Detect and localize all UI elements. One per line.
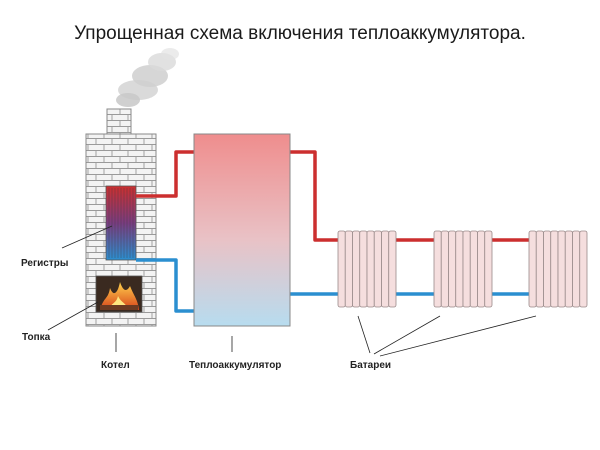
radiator-2 — [433, 230, 493, 308]
smoke-icon — [116, 48, 179, 107]
label-registers: Регистры — [21, 258, 68, 269]
boiler-chimney — [106, 108, 132, 136]
fire-icon — [95, 275, 143, 313]
heat-accumulator-tank — [193, 133, 291, 327]
label-boiler: Котел — [101, 360, 130, 371]
radiators-group — [337, 230, 588, 308]
radiator-3 — [528, 230, 588, 308]
diagram-title: Упрощенная схема включения теплоаккумуля… — [74, 23, 526, 44]
hot-supply-pipes — [136, 150, 529, 242]
label-accumulator: Теплоаккумулятор — [189, 360, 281, 371]
radiator-1 — [337, 230, 397, 308]
leader-lines — [47, 225, 537, 357]
boiler-registers — [105, 185, 137, 261]
label-radiators: Батареи — [350, 360, 391, 371]
label-firebox: Топка — [22, 332, 51, 343]
cold-return-pipes — [136, 258, 529, 313]
